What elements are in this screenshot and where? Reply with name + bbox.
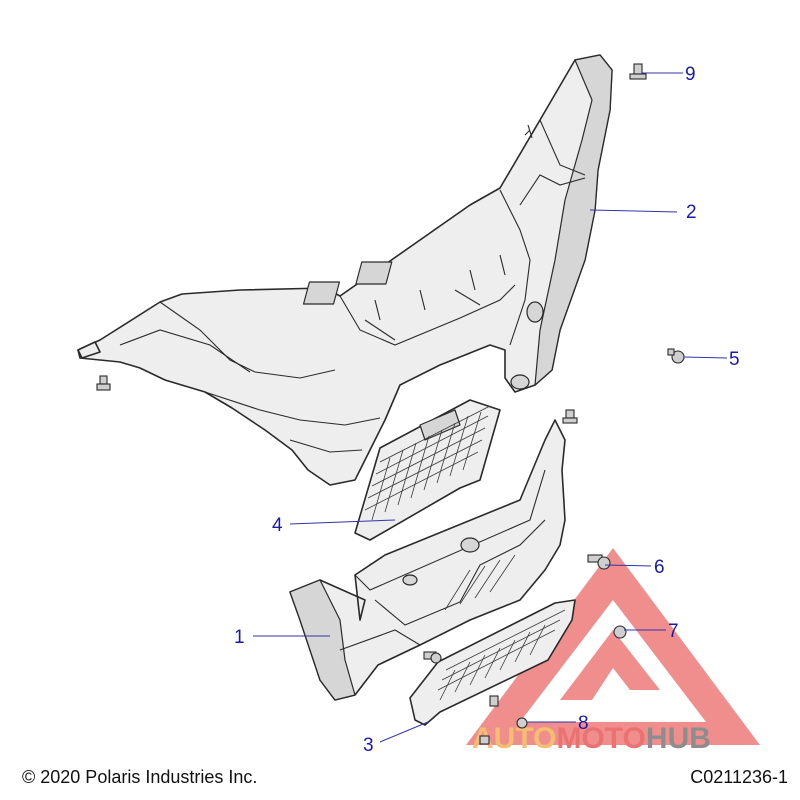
callout-5: 5 [729,349,740,370]
watermark-hub: HUB [646,722,711,755]
bolt-bottom-icon [479,735,490,745]
lower-grille-part [409,599,576,726]
fasteners [96,63,685,745]
bolt-lower-mid-icon [489,695,499,707]
upper-grille-part [354,399,501,541]
watermark-text: AUTOMOTOHUB [472,722,711,755]
callout-6: 6 [654,557,665,578]
copyright-text: © 2020 Polaris Industries Inc. [22,767,258,787]
bolt-left-icon [96,375,111,391]
callout-9: 9 [685,64,696,85]
watermark-triangle-icon [466,548,760,745]
nut-8-icon [516,717,528,729]
watermark-inner-mark-icon [560,630,660,700]
callout-8: 8 [578,713,589,734]
bumper-frame-part [77,54,613,486]
bolt-6-icon [587,554,611,570]
drawing-code: C0211236-1 [690,767,788,787]
lower-support-part [289,419,566,701]
callout-1: 1 [234,627,245,648]
callout-4: 4 [272,515,283,536]
watermark-moto: MOTO [556,722,645,755]
bolt-top-grille-icon [562,409,578,424]
leader-lines [253,72,728,743]
callout-7: 7 [668,621,679,642]
callout-3: 3 [363,735,374,756]
bolt-lower-icon [423,651,442,664]
bolt-5-icon [667,348,685,364]
bolt-9-icon [629,63,647,80]
nut-7-icon [613,625,627,639]
callout-2: 2 [686,202,697,223]
